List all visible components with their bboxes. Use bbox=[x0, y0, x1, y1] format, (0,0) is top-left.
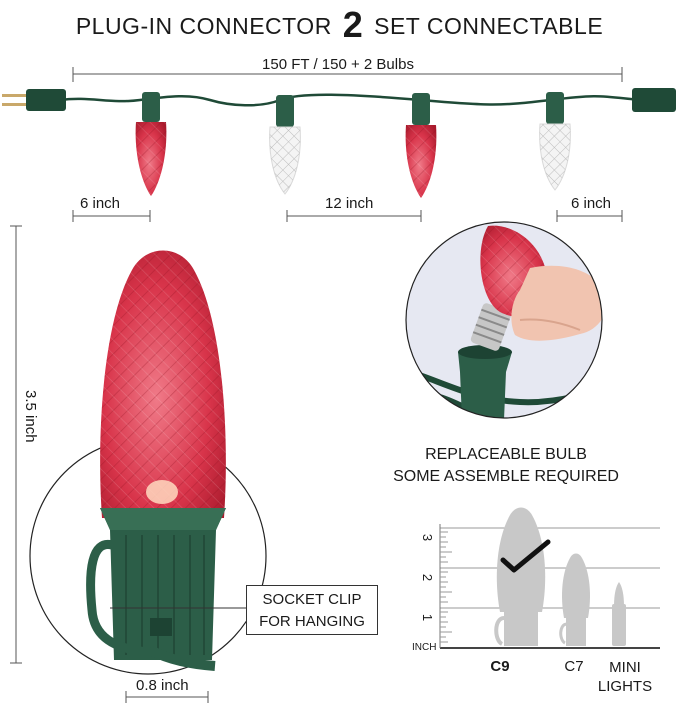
male-plug bbox=[2, 89, 66, 111]
title-right: SET CONNECTABLE bbox=[374, 13, 604, 39]
size-chart bbox=[439, 507, 660, 649]
c9-silhouette bbox=[494, 507, 546, 646]
size-label-mini-line2: LIGHTS bbox=[597, 678, 653, 695]
socket-clip-line2: FOR HANGING bbox=[259, 613, 365, 630]
length-dimension bbox=[72, 67, 623, 82]
height-dimension bbox=[10, 225, 22, 664]
string-bulb-red-1 bbox=[135, 92, 167, 196]
string-bulb-white-2 bbox=[539, 92, 571, 191]
mini-silhouette bbox=[612, 582, 626, 646]
base-width-dimension bbox=[125, 691, 209, 703]
replace-caption: REPLACEABLE BULB SOME ASSEMBLE REQUIRED bbox=[376, 444, 636, 488]
large-red-bulb bbox=[100, 250, 226, 518]
page-title: PLUG-IN CONNECTOR 2 SET CONNECTABLE bbox=[0, 4, 679, 46]
spacing-label-left: 6 inch bbox=[80, 195, 121, 212]
scale-unit-label: INCH bbox=[412, 642, 437, 653]
string-bulb-white-1 bbox=[269, 95, 301, 195]
scale-tick-3: 3 bbox=[420, 533, 436, 542]
scale-tick-2: 2 bbox=[420, 573, 436, 582]
spacing-label-right: 6 inch bbox=[571, 195, 612, 212]
replace-caption-line1: REPLACEABLE BULB bbox=[425, 446, 587, 463]
string-bulb-red-2 bbox=[405, 93, 437, 198]
title-number: 2 bbox=[342, 4, 364, 45]
female-plug bbox=[632, 88, 676, 112]
size-label-c7: C7 bbox=[564, 658, 584, 675]
height-label: 3.5 inch bbox=[22, 390, 39, 443]
socket-clip-line1: SOCKET CLIP bbox=[262, 591, 362, 608]
replace-caption-line2: SOME ASSEMBLE REQUIRED bbox=[393, 468, 619, 485]
ruler-ticks bbox=[440, 531, 452, 643]
c7-silhouette bbox=[559, 553, 590, 646]
spacing-dimensions bbox=[72, 210, 623, 222]
scale-tick-1: 1 bbox=[420, 613, 436, 622]
length-label: 150 FT / 150 + 2 Bulbs bbox=[262, 56, 414, 73]
spacing-label-middle: 12 inch bbox=[325, 195, 374, 212]
size-label-mini-line1: MINI bbox=[609, 659, 641, 676]
title-left: PLUG-IN CONNECTOR bbox=[75, 13, 332, 39]
base-width-label: 0.8 inch bbox=[136, 677, 189, 694]
size-label-mini: MINI LIGHTS bbox=[592, 658, 658, 696]
checkmark-icon bbox=[500, 539, 551, 573]
large-socket bbox=[86, 508, 226, 671]
replace-inset bbox=[405, 221, 603, 419]
size-label-c9: C9 bbox=[490, 658, 510, 675]
socket-clip-callout: SOCKET CLIP FOR HANGING bbox=[246, 585, 378, 635]
